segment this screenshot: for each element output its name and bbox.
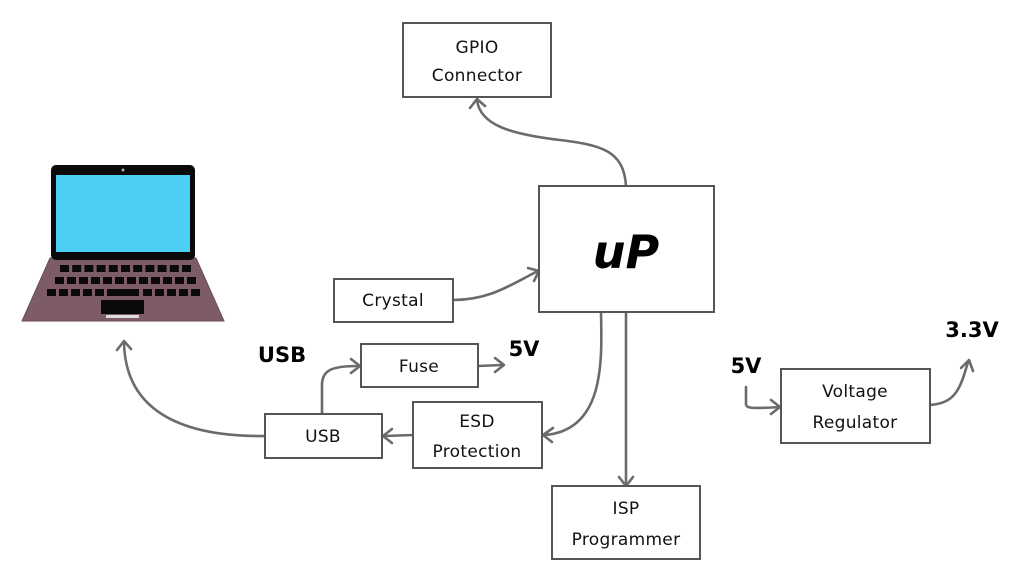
- laptop-key: [157, 265, 167, 272]
- regulator-output-voltage-label: 3.3V: [945, 318, 999, 342]
- laptop-key: [139, 277, 148, 284]
- laptop-key: [72, 265, 82, 272]
- laptop-key: [60, 265, 69, 272]
- laptop-key: [47, 289, 56, 296]
- laptop-camera: [121, 168, 125, 172]
- block-label-line2: Protection: [432, 442, 521, 462]
- wire-usb-to-fuse: [320, 364, 360, 416]
- laptop-key: [155, 289, 164, 296]
- block-usb: USB: [264, 413, 383, 459]
- arrowhead-5v: [493, 356, 506, 374]
- block-crystal: Crystal: [333, 278, 454, 323]
- connections: [115, 97, 975, 488]
- block-isp-programmer: ISP Programmer: [551, 485, 701, 560]
- laptop-touchpad-button: [106, 315, 139, 318]
- laptop-key: [108, 265, 118, 272]
- arrowhead-gpio: [468, 97, 487, 110]
- block-label-line2: Connector: [432, 66, 522, 86]
- wire-esd-to-usb: [382, 433, 415, 438]
- block-label-line2: Programmer: [572, 530, 681, 550]
- laptop-key: [59, 289, 68, 296]
- laptop-key: [175, 277, 184, 284]
- block-voltage-regulator: Voltage Regulator: [780, 368, 931, 444]
- block-label-line1: ESD: [459, 412, 495, 432]
- wire-fuse-to-5v: [476, 363, 504, 368]
- block-label-line1: Voltage: [822, 382, 888, 402]
- arrowhead-laptop: [115, 339, 133, 352]
- laptop-icon: [21, 165, 225, 322]
- laptop-key: [182, 265, 191, 272]
- block-esd-protection: ESD Protection: [412, 401, 543, 469]
- wire-regulator-to-3v3: [928, 360, 970, 407]
- block-fuse: Fuse: [360, 343, 479, 388]
- block-microprocessor: uP: [538, 185, 715, 313]
- laptop-key: [96, 265, 106, 272]
- block-label-line1: GPIO: [455, 38, 498, 58]
- laptop-key: [133, 265, 143, 272]
- wire-up-to-esd: [543, 310, 603, 437]
- block-label: USB: [305, 427, 341, 447]
- laptop-key: [115, 277, 124, 284]
- usb-label: USB: [258, 343, 306, 367]
- laptop-key: [167, 289, 176, 296]
- wire-usb-to-laptop: [122, 340, 267, 438]
- wire-up-to-gpio: [475, 98, 628, 188]
- laptop-key: [84, 265, 94, 272]
- laptop-key: [143, 289, 152, 296]
- laptop-key: [71, 289, 80, 296]
- block-label: Fuse: [399, 357, 439, 377]
- block-label-line1: ISP: [613, 499, 640, 519]
- fuse-output-voltage-label: 5V: [509, 337, 541, 361]
- regulator-input-voltage-label: 5V: [731, 354, 763, 378]
- laptop-key: [127, 277, 136, 284]
- laptop-key: [121, 265, 130, 272]
- wire-crystal-to-up: [451, 269, 540, 302]
- laptop-key: [83, 289, 92, 296]
- laptop-key: [187, 277, 196, 284]
- wire-5v-to-regulator: [744, 385, 781, 410]
- laptop-key: [151, 277, 160, 284]
- laptop-key: [103, 277, 112, 284]
- laptop-key: [169, 265, 179, 272]
- block-label-line2: Regulator: [813, 413, 898, 433]
- laptop-screen: [56, 175, 190, 252]
- laptop-key: [79, 277, 88, 284]
- block-label: uP: [593, 225, 660, 279]
- block-gpio-connector: GPIO Connector: [402, 22, 552, 98]
- laptop-key: [91, 277, 100, 284]
- arrowhead-3v3: [959, 358, 975, 373]
- laptop-key: [67, 277, 76, 284]
- laptop-key: [163, 277, 172, 284]
- laptop-touchpad: [101, 300, 144, 314]
- laptop-key: [55, 277, 64, 284]
- laptop-key: [95, 289, 104, 296]
- laptop-key: [145, 265, 155, 272]
- laptop-keyboard: [47, 265, 200, 296]
- laptop-key: [191, 289, 200, 296]
- laptop-spacebar: [107, 289, 139, 296]
- laptop-key: [179, 289, 188, 296]
- block-label: Crystal: [362, 291, 424, 311]
